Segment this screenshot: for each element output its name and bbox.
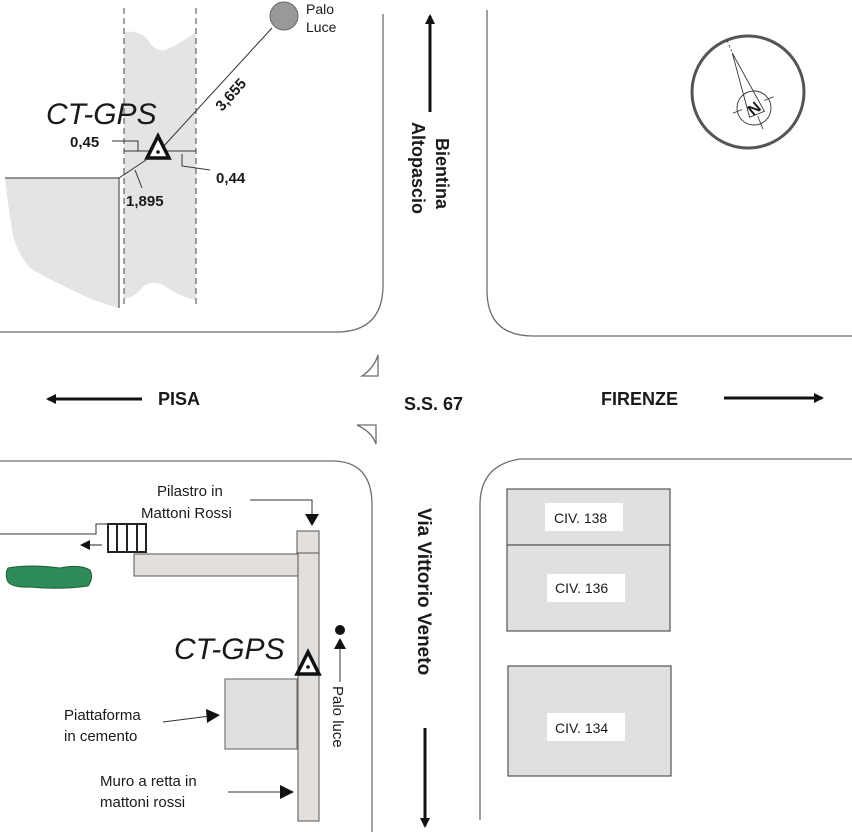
pillar-label-line2: Mattoni Rossi [141, 505, 232, 522]
distance-to-pole: 3,655 [212, 75, 250, 114]
site-pole-label: Palo luce [329, 686, 346, 748]
label-altopascio: Altopascio [408, 122, 428, 214]
hedge-icon [5, 565, 93, 589]
road-edges [0, 10, 852, 832]
land-strip [124, 31, 196, 301]
gps-point-triangle-icon [144, 132, 172, 160]
site-detail: Pilastro in Mattoni Rossi Piattaforma in… [0, 483, 346, 822]
pole-label-line2: Luce [306, 19, 337, 35]
light-pole-icon [269, 1, 299, 31]
gps-point-label: CT-GPS [46, 98, 157, 131]
compass-north-label: N [745, 99, 765, 119]
curb-mark-north [359, 354, 379, 377]
building-civ-138: CIV. 138 [506, 488, 671, 546]
pole-label-line1: Palo [306, 1, 334, 17]
road-edge-ne [486, 10, 852, 337]
compass-icon: N [690, 34, 806, 150]
wall-label-line2: mattoni rossi [100, 794, 185, 811]
platform-label-line1: Piattaforma [64, 707, 141, 724]
building-label: CIV. 136 [555, 580, 608, 596]
label-firenze: FIRENZE [601, 389, 678, 409]
pillar-label-line1: Pilastro in [157, 483, 223, 500]
wall-horizontal [133, 553, 301, 577]
building-civ-134: CIV. 134 [507, 665, 672, 777]
detail-inset: Palo Luce 3,655 CT-GPS 0,45 0,44 1,895 [5, 1, 337, 308]
road-edge-sw [0, 460, 373, 832]
building-label: CIV. 134 [555, 720, 608, 736]
label-main-road: S.S. 67 [404, 394, 463, 414]
road-edge-nw [0, 14, 384, 333]
platform-arrow-icon [206, 709, 220, 723]
distance-to-corner: 1,895 [126, 193, 164, 210]
curb-mark-south [356, 424, 377, 445]
distance-right-offset: 0,44 [216, 170, 246, 187]
wall-vertical [297, 552, 320, 822]
label-bientina: Bientina [432, 138, 452, 210]
road-edge-se [479, 458, 852, 820]
wall-arrow-icon [280, 785, 294, 799]
measure-line-pole [161, 27, 273, 149]
direction-labels: Bientina Altopascio PISA S.S. 67 FIRENZE… [46, 14, 824, 828]
platform-label-line2: in cemento [64, 728, 137, 745]
pillar-arrow-icon [305, 514, 319, 526]
label-pisa: PISA [158, 389, 200, 409]
buildings: CIV. 138 CIV. 136 CIV. 134 [506, 488, 672, 777]
site-gps-point-label: CT-GPS [174, 633, 285, 666]
site-gps-triangle-icon [294, 648, 322, 676]
building-label: CIV. 138 [554, 510, 607, 526]
land-parcel [5, 178, 119, 308]
pillar [296, 530, 320, 554]
wall-label-line1: Muro a retta in [100, 773, 197, 790]
building-civ-136: CIV. 136 [506, 544, 671, 632]
label-via-vittorio-veneto: Via Vittorio Veneto [413, 508, 434, 675]
concrete-platform [224, 678, 298, 750]
distance-left-offset: 0,45 [70, 134, 99, 151]
site-light-pole-icon [335, 625, 345, 635]
